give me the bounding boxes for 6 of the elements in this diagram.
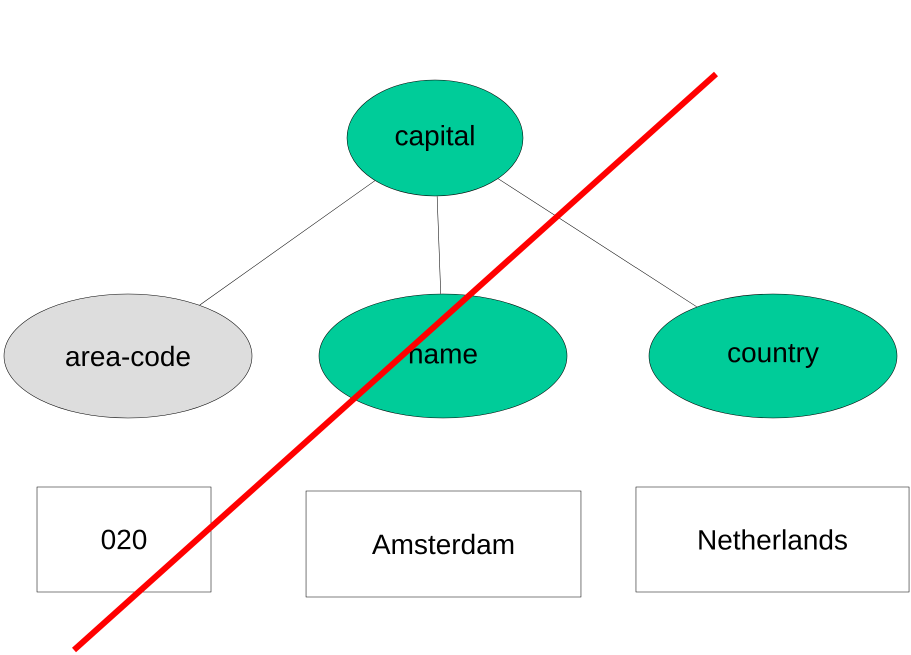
value-box: Amsterdam [306,490,582,598]
connector-line [199,180,376,306]
connector-line [498,178,698,308]
connector-line [436,196,441,294]
value-box: 020 [36,486,212,592]
value-box: Netherlands [636,486,910,592]
